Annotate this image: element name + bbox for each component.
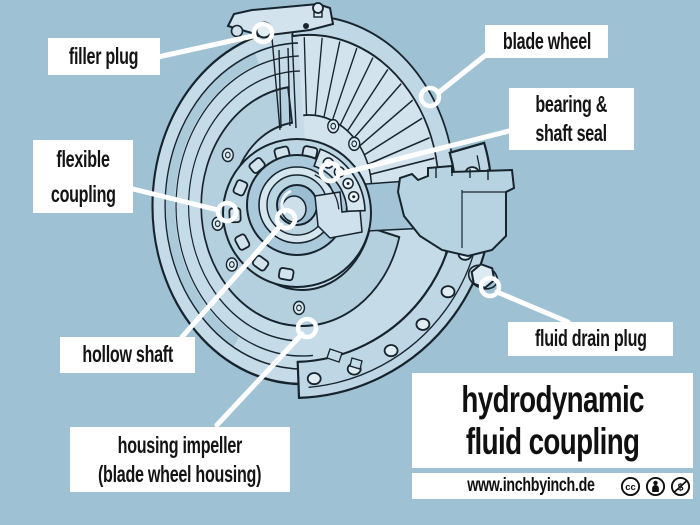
label-filler-plug: filler plug xyxy=(48,38,160,75)
label-hollow-shaft: hollow shaft xyxy=(60,337,195,373)
title-line1: hydrodynamic xyxy=(461,379,644,421)
creative-commons-icon: cc xyxy=(620,476,641,496)
label-text-line2: (blade wheel housing) xyxy=(98,460,262,487)
face-screws xyxy=(211,118,361,316)
label-flexible-coupling: flexible coupling xyxy=(33,140,133,213)
label-text-line2: coupling xyxy=(50,180,116,207)
label-text: filler plug xyxy=(69,42,139,69)
label-text: fluid drain plug xyxy=(534,325,647,352)
label-text: blade wheel xyxy=(502,27,591,54)
non-commercial-icon: $ xyxy=(670,476,691,496)
title-line2: fluid coupling xyxy=(465,420,640,462)
label-fluid-drain-plug: fluid drain plug xyxy=(508,322,673,356)
leader-lines xyxy=(130,33,571,428)
label-housing-impeller: housing impeller (blade wheel housing) xyxy=(70,427,290,492)
label-bearing-shaft-seal: bearing & shaft seal xyxy=(509,88,634,150)
footer-bar: www.inchbyinch.de cc $ xyxy=(412,473,693,499)
diagram-title: hydrodynamic fluid coupling xyxy=(412,373,693,468)
label-text-line1: flexible xyxy=(56,146,110,172)
label-blade-wheel: blade wheel xyxy=(485,25,608,58)
leader-markers xyxy=(215,21,502,340)
label-text-line1: bearing & xyxy=(535,91,608,118)
svg-text:cc: cc xyxy=(625,481,636,492)
label-text: hollow shaft xyxy=(82,341,173,368)
website-url: www.inchbyinch.de xyxy=(467,474,595,496)
label-text-line1: housing impeller xyxy=(117,431,243,458)
attribution-icon xyxy=(645,476,666,496)
label-text-line2: shaft seal xyxy=(535,120,608,146)
bracket-drawing xyxy=(396,164,516,258)
